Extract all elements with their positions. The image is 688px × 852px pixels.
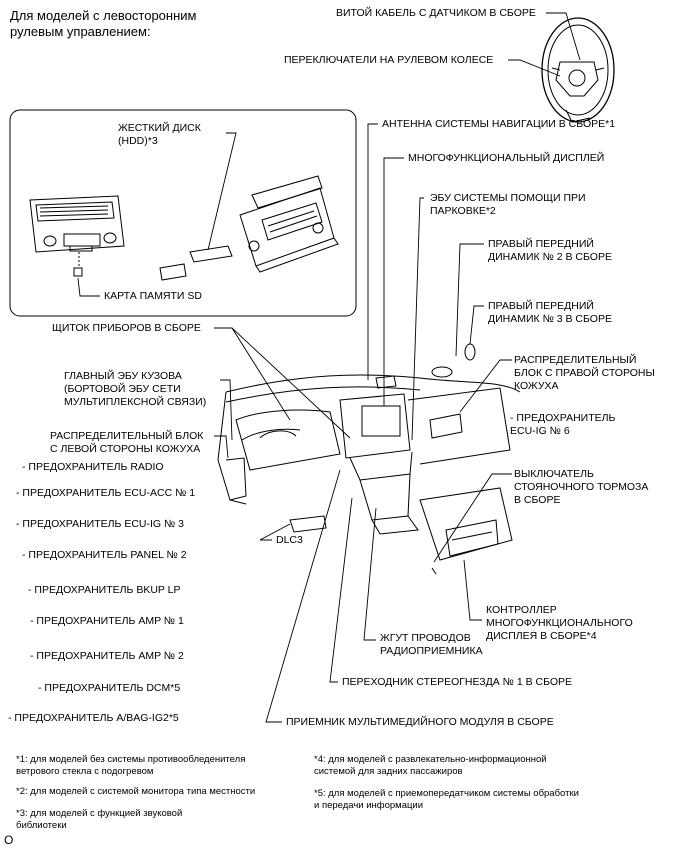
- footnote-2: *2: для моделей с системой монитора типа…: [16, 786, 256, 797]
- leader-media-receiver: [265, 469, 341, 723]
- leader-steering-switches: [508, 59, 561, 77]
- label-nav-antenna: АНТЕННА СИСТЕМЫ НАВИГАЦИИ В СБОРЕ*1: [382, 118, 616, 130]
- label-sd-card: КАРТА ПАМЯТИ SD: [104, 290, 202, 302]
- label-hdd: ЖЕСТКИЙ ДИСК (HDD)*3: [118, 122, 201, 147]
- label-front-speaker-3: ПРАВЫЙ ПЕРЕДНИЙ ДИНАМИК № 3 В СБОРЕ: [488, 300, 612, 325]
- label-front-speaker-2: ПРАВЫЙ ПЕРЕДНИЙ ДИНАМИК № 2 В СБОРЕ: [488, 238, 612, 263]
- model-header: Для моделей с левосторонним рулевым упра…: [10, 8, 197, 39]
- footnote-5: *5: для моделей с приемопередатчиком сис…: [314, 788, 579, 811]
- steering-wheel-sketch: [541, 17, 615, 123]
- leader-parking-brake: [433, 473, 512, 563]
- label-steering-switches: ПЕРЕКЛЮЧАТЕЛИ НА РУЛЕВОМ КОЛЕСЕ: [284, 54, 494, 66]
- label-main-body-ecu: ГЛАВНЫЙ ЭБУ КУЗОВА (БОРТОВОЙ ЭБУ СЕТИ МУ…: [64, 370, 207, 408]
- fuse-item: - ПРЕДОХРАНИТЕЛЬ AMP № 1: [30, 615, 184, 627]
- leader-nav-antenna: [367, 123, 378, 380]
- footnote-1: *1: для моделей без системы противооблед…: [16, 754, 246, 777]
- label-dlc3: DLC3: [276, 534, 303, 546]
- leader-front-speaker-3: [469, 305, 484, 345]
- label-parking-ecu: ЭБУ СИСТЕМЫ ПОМОЩИ ПРИ ПАРКОВКЕ*2: [430, 192, 586, 217]
- leader-dlc3: [259, 523, 291, 541]
- footnote-4: *4: для моделей с развлекательно-информа…: [314, 754, 547, 777]
- sd-card-sketch: [159, 263, 187, 281]
- corner-mark: O: [4, 833, 14, 847]
- leader-left-junction: [214, 435, 229, 459]
- fuse-item: - ПРЕДОХРАНИТЕЛЬ DCM*5: [38, 682, 181, 694]
- label-multi-display: МНОГОФУНКЦИОНАЛЬНЫЙ ДИСПЛЕЙ: [408, 152, 605, 164]
- navigation-unit-sketch: [239, 175, 339, 273]
- dashboard-sketch: [217, 343, 521, 575]
- fuse-item: - ПРЕДОХРАНИТЕЛЬ AMP № 2: [30, 650, 184, 662]
- footnote-3: *3: для моделей с функцией звуковой библ…: [16, 808, 183, 831]
- leader-spiral-cable: [546, 12, 581, 61]
- label-display-controller: КОНТРОЛЛЕР МНОГОФУНКЦИОНАЛЬНОГО ДИСПЛЕЯ …: [486, 604, 633, 642]
- label-radio-harness: ЖГУТ ПРОВОДОВ РАДИОПРИЕМНИКА: [380, 632, 483, 657]
- fuse-item: - ПРЕДОХРАНИТЕЛЬ RADIO: [22, 461, 164, 473]
- label-instrument-panel: ЩИТОК ПРИБОРОВ В СБОРЕ: [52, 322, 201, 334]
- detail-inset-frame: [9, 109, 357, 317]
- label-parking-brake: ВЫКЛЮЧАТЕЛЬ СТОЯНОЧНОГО ТОРМОЗА В СБОРЕ: [514, 468, 649, 506]
- label-stereo-adapter: ПЕРЕХОДНИК СТЕРЕОГНЕЗДА № 1 В СБОРЕ: [342, 676, 573, 688]
- audio-unit-sketch: [29, 195, 125, 253]
- label-spiral-cable: ВИТОЙ КАБЕЛЬ С ДАТЧИКОМ В СБОРЕ: [336, 7, 536, 19]
- label-media-receiver: ПРИЕМНИК МУЛЬТИМЕДИЙНОГО МОДУЛЯ В СБОРЕ: [286, 716, 554, 728]
- leader-instrument-panel: [214, 327, 291, 421]
- sd-slot-sketch: [73, 267, 83, 277]
- fuse-item: - ПРЕДОХРАНИТЕЛЬ A/BAG-IG2*5: [8, 712, 179, 724]
- leader-main-body-ecu: [220, 379, 233, 441]
- leader-multi-display: [383, 157, 404, 406]
- leader-display-controller: [463, 559, 482, 621]
- leader-hdd: [207, 132, 237, 251]
- leader-right-junction: [459, 359, 512, 413]
- leader-stereo-adapter: [329, 497, 353, 683]
- leader-radio-harness: [363, 507, 377, 641]
- label-left-junction: РАСПРЕДЕЛИТЕЛЬНЫЙ БЛОК С ЛЕВОЙ СТОРОНЫ К…: [50, 430, 204, 455]
- fuse-item: - ПРЕДОХРАНИТЕЛЬ ECU-ACC № 1: [16, 487, 196, 499]
- hdd-sketch: [189, 245, 233, 263]
- label-fuse-ecu-ig6: - ПРЕДОХРАНИТЕЛЬ ECU-IG № 6: [510, 412, 616, 437]
- fuse-item: - ПРЕДОХРАНИТЕЛЬ BKUP LP: [28, 584, 181, 596]
- leader-sd-card: [77, 277, 100, 297]
- leader-parking-ecu: [411, 197, 424, 441]
- fuse-item: - ПРЕДОХРАНИТЕЛЬ PANEL № 2: [22, 549, 187, 561]
- label-right-junction: РАСПРЕДЕЛИТЕЛЬНЫЙ БЛОК С ПРАВОЙ СТОРОНЫ …: [514, 354, 655, 392]
- fuse-item: - ПРЕДОХРАНИТЕЛЬ ECU-IG № 3: [16, 518, 185, 530]
- leader-instrument-panel-b: [231, 327, 351, 439]
- leader-front-speaker-2: [455, 243, 484, 357]
